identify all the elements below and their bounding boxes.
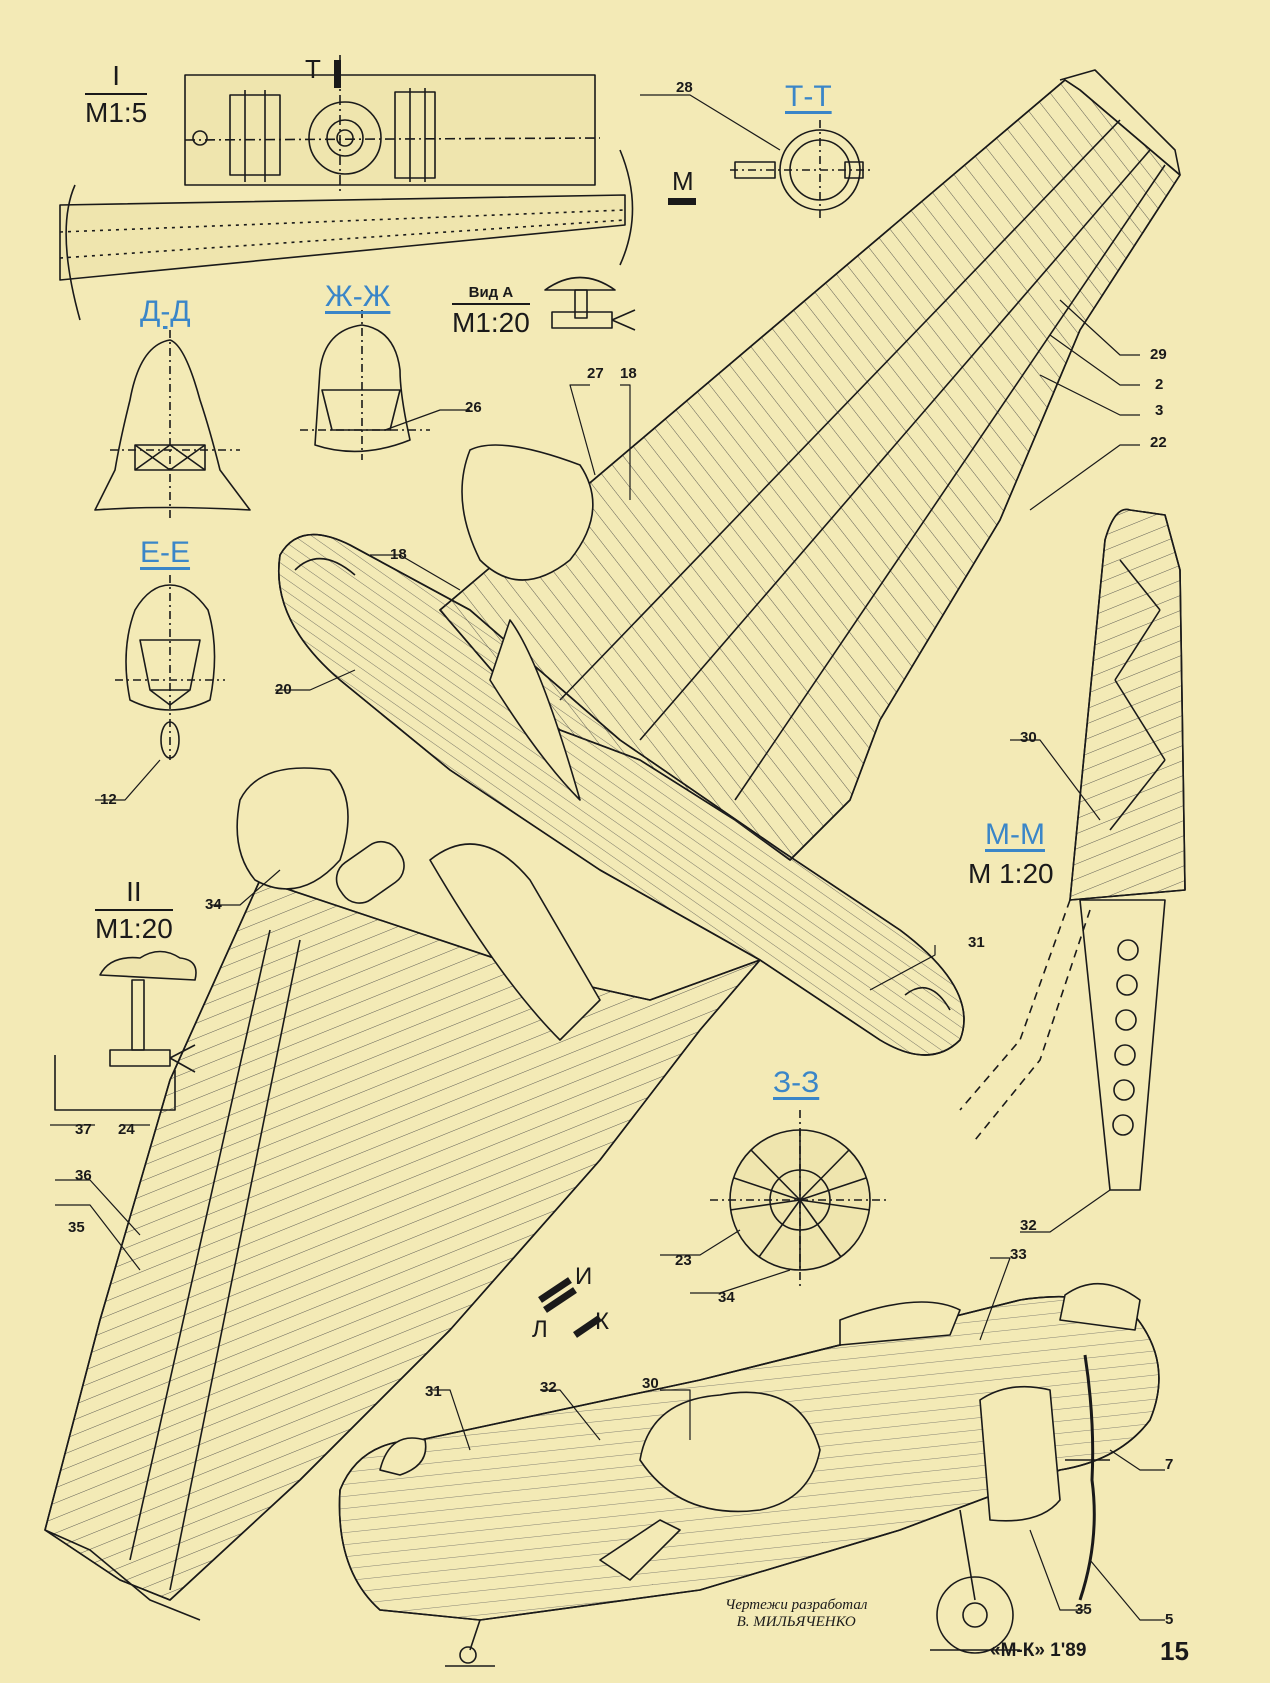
section-zhzh-title: Ж-Ж — [325, 280, 391, 313]
drawing-credit: Чертежи разработал В. МИЛЬЯЧЕНКО — [725, 1597, 868, 1630]
callout-28: 28 — [676, 79, 693, 96]
section-mm-title: М-М — [985, 818, 1045, 851]
callout-23: 23 — [675, 1252, 692, 1269]
callout-31-plan: 31 — [968, 934, 985, 951]
callout-30-mm: 30 — [1020, 729, 1037, 746]
section-mm-drawing — [959, 508, 1186, 1191]
callout-34-plan: 34 — [205, 896, 222, 913]
section-ee-title: Е-Е — [140, 536, 191, 569]
side-view — [338, 1282, 1160, 1667]
section-marks-lik — [538, 1277, 602, 1338]
callout-32-side: 32 — [540, 1379, 557, 1396]
mark-i: И — [575, 1263, 593, 1290]
callout-22: 22 — [1150, 434, 1167, 451]
fuselage-plan — [236, 444, 965, 1056]
mark-t: Т — [305, 54, 321, 84]
section-zz-drawing — [710, 1110, 890, 1290]
view-a-scale: Вид А М1:20 — [452, 284, 530, 338]
callout-33: 33 — [1010, 1246, 1027, 1263]
callout-18-top: 18 — [620, 365, 637, 382]
callout-27: 27 — [587, 365, 604, 382]
wing-lower — [44, 879, 761, 1621]
callout-34-zz: 34 — [718, 1289, 735, 1306]
callout-32-mm: 32 — [1020, 1217, 1037, 1234]
callout-12: 12 — [100, 791, 117, 808]
detail-i-scale: I М1:5 — [85, 60, 148, 128]
section-dd-title: Д-Д — [140, 295, 191, 328]
detail-ii-scale: II М1:20 — [95, 876, 173, 944]
callout-35-plan: 35 — [68, 1219, 85, 1236]
callout-26: 26 — [465, 399, 482, 416]
section-ee-drawing — [115, 575, 225, 760]
callout-35-side: 35 — [1075, 1601, 1092, 1618]
callout-2: 2 — [1155, 376, 1164, 393]
callout-3: 3 — [1155, 402, 1164, 419]
callout-29: 29 — [1150, 346, 1167, 363]
mark-m: М — [672, 166, 694, 196]
callout-5: 5 — [1165, 1611, 1174, 1628]
section-tt-title: Т-Т — [785, 80, 832, 113]
view-a-drawing — [544, 276, 636, 331]
callout-31-side: 31 — [425, 1383, 442, 1400]
callout-7: 7 — [1165, 1456, 1174, 1473]
journal-issue: «М-К» 1'89 — [990, 1640, 1087, 1661]
section-zz-title: З-З — [773, 1066, 820, 1099]
section-dd-drawing — [94, 330, 251, 520]
callout-37: 37 — [75, 1121, 92, 1138]
mark-k: К — [595, 1308, 609, 1335]
callout-20: 20 — [275, 681, 292, 698]
callout-36: 36 — [75, 1167, 92, 1184]
detail-i-fitting — [59, 55, 634, 321]
callout-30-side: 30 — [642, 1375, 659, 1392]
leader-lines — [50, 94, 1165, 1621]
callout-18-mid: 18 — [390, 546, 407, 563]
mark-l: Л — [532, 1316, 548, 1343]
section-mm-scale: М 1:20 — [968, 858, 1054, 889]
page-number: 15 — [1160, 1636, 1189, 1666]
callout-24: 24 — [118, 1121, 135, 1138]
section-zhzh-drawing — [300, 310, 430, 460]
section-tt-drawing — [730, 120, 870, 220]
